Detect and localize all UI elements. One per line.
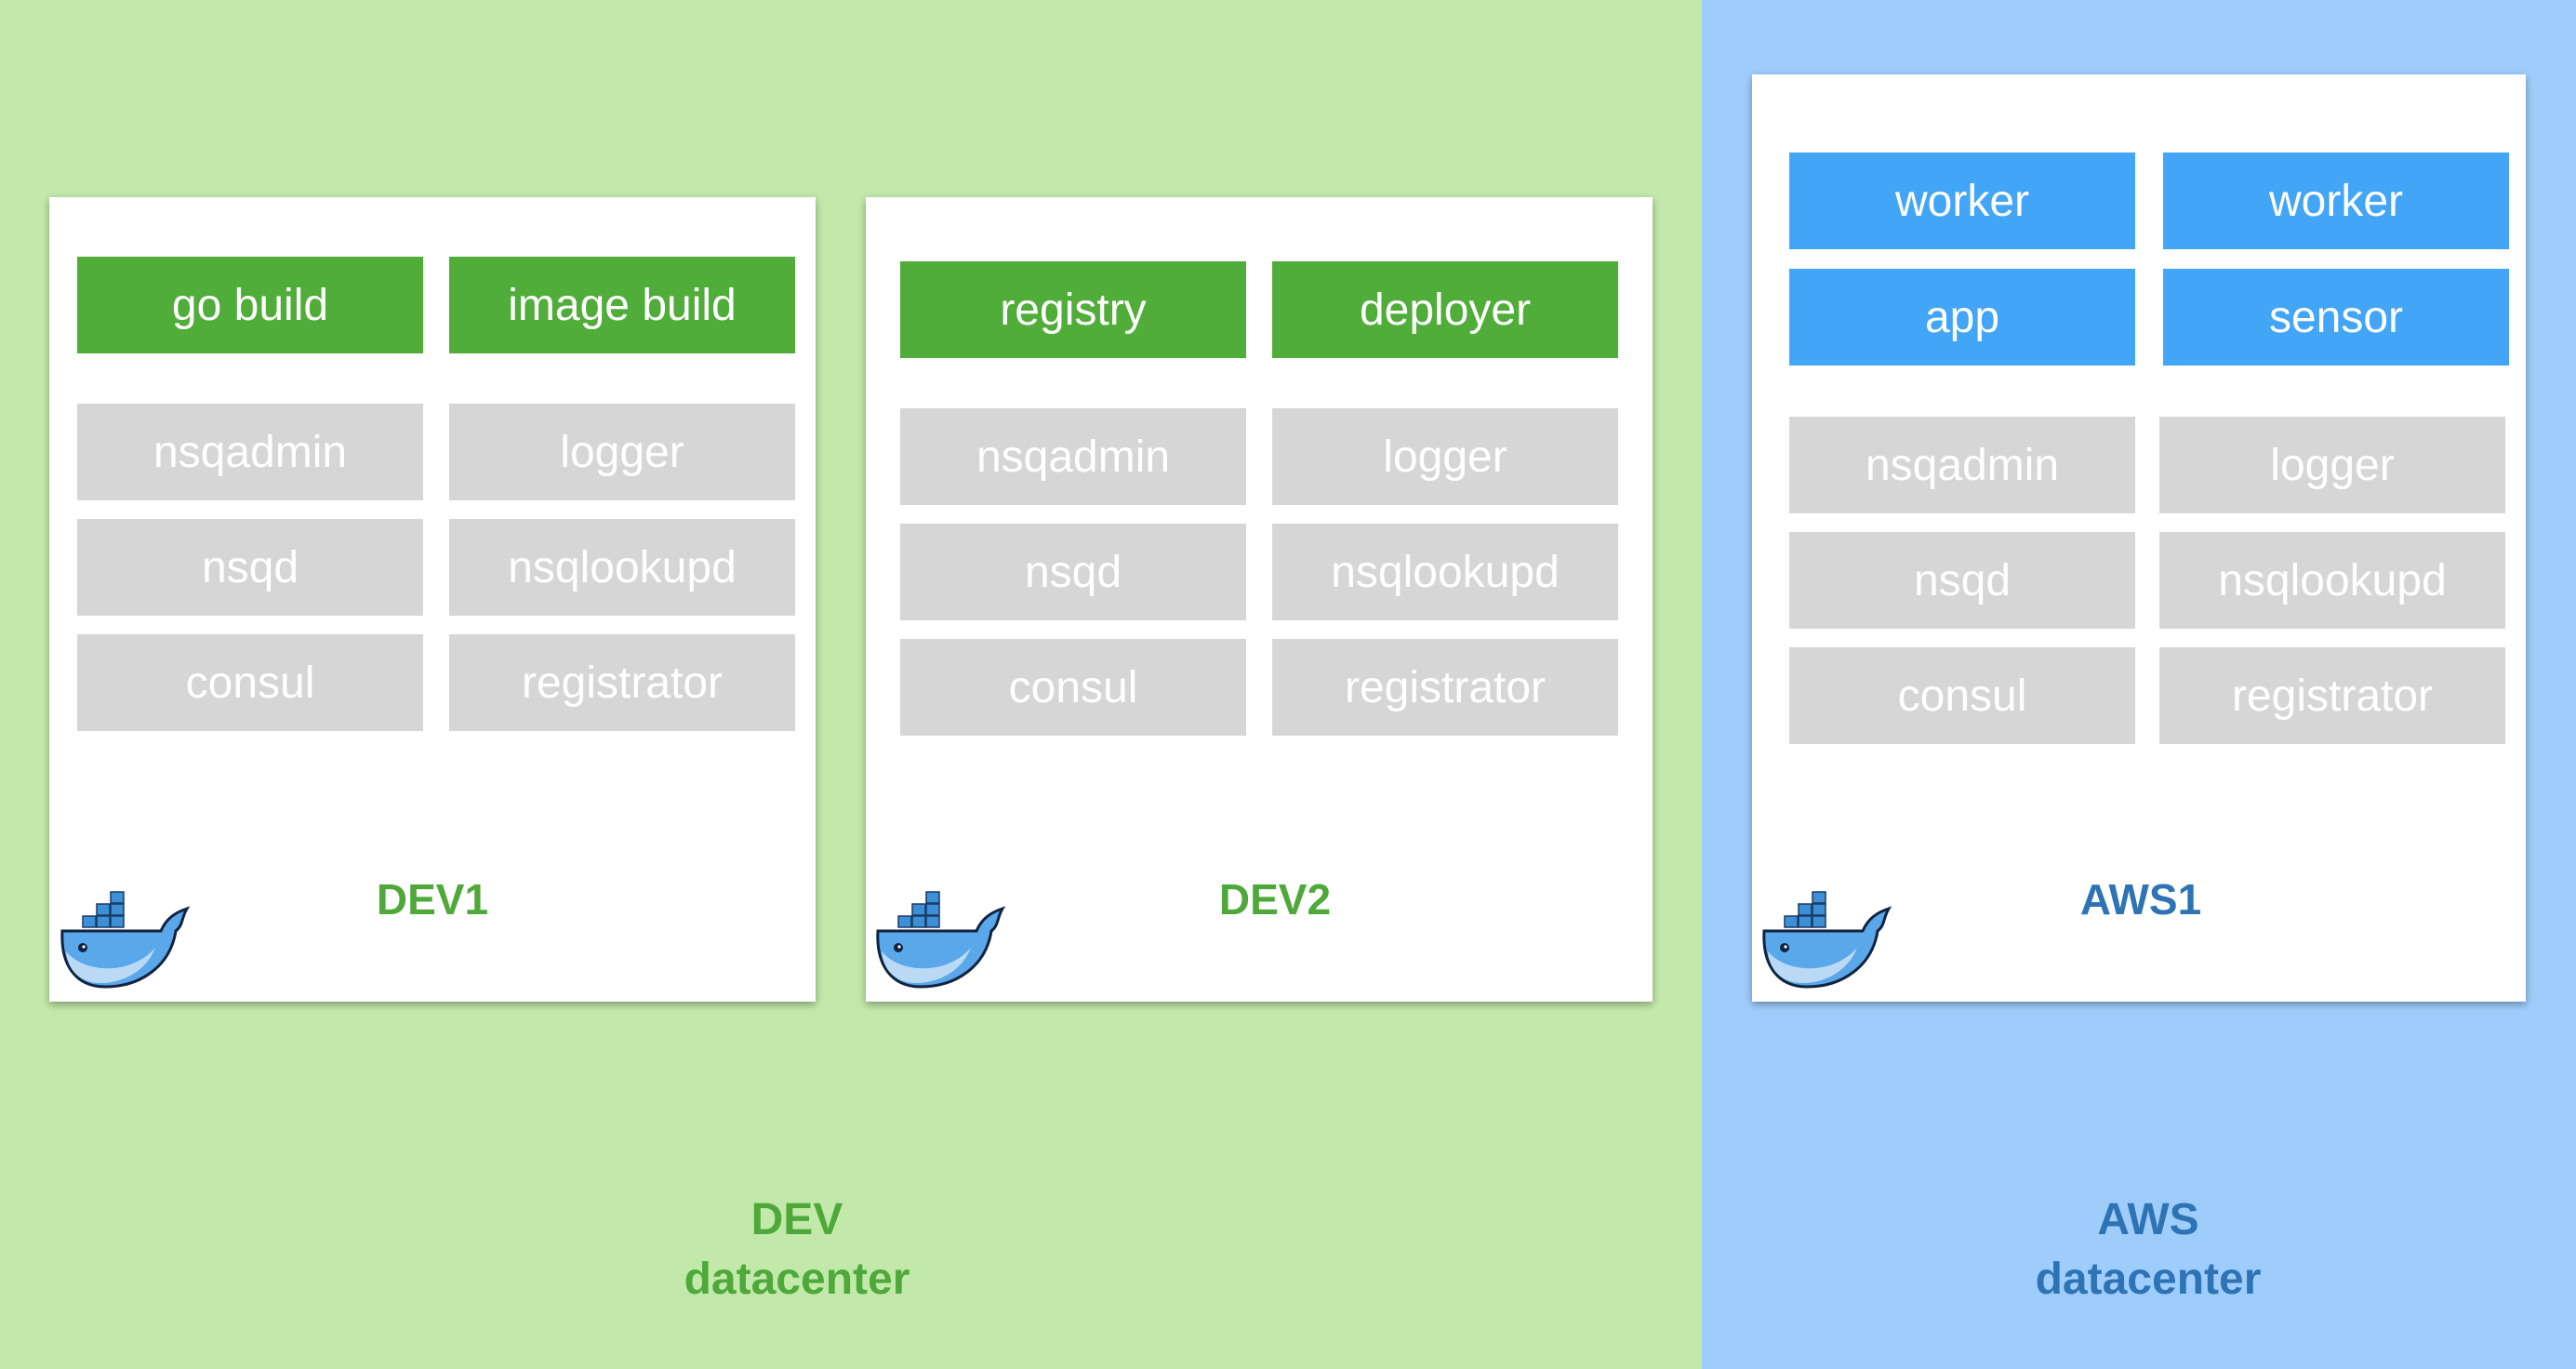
datacenter-label-aws-line1: AWS (2097, 1195, 2199, 1244)
service-logger: logger (2159, 417, 2505, 513)
service-nsqd: nsqd (1789, 532, 2135, 629)
service-go-build: go build (77, 257, 423, 353)
docker-whale-icon (60, 891, 191, 989)
service-nsqlookupd: nsqlookupd (2159, 532, 2505, 629)
service-nsqd: nsqd (900, 524, 1246, 620)
host-dev1: go build image build nsqadmin logger nsq… (49, 197, 816, 1002)
service-nsqlookupd: nsqlookupd (449, 519, 795, 616)
service-nsqadmin: nsqadmin (1789, 417, 2135, 513)
host-label-dev1: DEV1 (376, 875, 489, 924)
service-consul: consul (1789, 647, 2135, 744)
service-registry: registry (900, 261, 1246, 358)
service-nsqd: nsqd (77, 519, 423, 616)
host-label-dev2: DEV2 (1218, 875, 1332, 924)
service-consul: consul (77, 634, 423, 731)
host-aws1: worker worker app sensor nsqadmin logger… (1752, 74, 2526, 1002)
datacenter-label-aws: AWS datacenter (1916, 1190, 2381, 1309)
datacenter-label-aws-line2: datacenter (2035, 1255, 2262, 1304)
service-consul: consul (900, 639, 1246, 736)
host-dev2: registry deployer nsqadmin logger nsqd n… (866, 197, 1653, 1002)
service-image-build: image build (449, 257, 795, 353)
service-nsqadmin: nsqadmin (900, 408, 1246, 505)
service-nsqadmin: nsqadmin (77, 404, 423, 500)
service-worker: worker (2163, 153, 2509, 249)
datacenter-label-dev-line2: datacenter (684, 1255, 910, 1304)
datacenter-label-dev-line1: DEV (750, 1195, 843, 1244)
datacenter-label-dev: DEV datacenter (564, 1190, 1029, 1309)
service-app: app (1789, 269, 2135, 366)
service-sensor: sensor (2163, 269, 2509, 366)
service-registrator: registrator (1272, 639, 1618, 736)
docker-whale-icon (1762, 891, 1892, 989)
service-registrator: registrator (449, 634, 795, 731)
host-label-aws1: AWS1 (2079, 875, 2202, 924)
docker-whale-icon (876, 891, 1006, 989)
service-nsqlookupd: nsqlookupd (1272, 524, 1618, 620)
service-logger: logger (449, 404, 795, 500)
service-logger: logger (1272, 408, 1618, 505)
service-deployer: deployer (1272, 261, 1618, 358)
service-worker: worker (1789, 153, 2135, 249)
service-registrator: registrator (2159, 647, 2505, 744)
